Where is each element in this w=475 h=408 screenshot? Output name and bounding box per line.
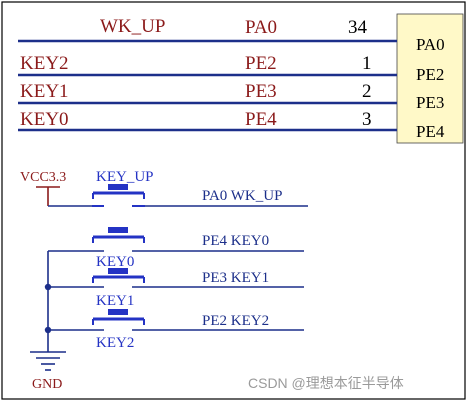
net-pin-pe4: PE4 bbox=[245, 109, 277, 130]
chip-label-pe3: PE3 bbox=[416, 93, 444, 112]
mcu-chip-body bbox=[396, 13, 464, 144]
switch-net-pa0: PA0 WK_UP bbox=[202, 188, 282, 204]
junction-dot-key2 bbox=[44, 326, 52, 334]
gnd-label: GND bbox=[32, 377, 62, 392]
chip-label-pe2: PE2 bbox=[416, 65, 444, 84]
pin-number-2: 2 bbox=[362, 81, 372, 102]
switch-cap-key0 bbox=[108, 227, 128, 233]
switch-net-pe2: PE2 KEY2 bbox=[202, 313, 269, 329]
pin-number-1: 1 bbox=[362, 53, 372, 74]
vcc-label: VCC3.3 bbox=[20, 170, 66, 185]
junction-dot-key1 bbox=[44, 283, 52, 291]
watermark: CSDN @理想本征半导体 bbox=[248, 375, 404, 391]
switch-net-pe4: PE4 KEY0 bbox=[202, 233, 269, 249]
switch-label-key0: KEY0 bbox=[96, 254, 134, 270]
net-pin-pe3: PE3 bbox=[245, 81, 277, 102]
net-name-key2: KEY2 bbox=[20, 53, 69, 74]
pin-number-3: 3 bbox=[362, 109, 372, 130]
net-pin-pa0: PA0 bbox=[245, 17, 277, 38]
chip-label-pa0: PA0 bbox=[416, 35, 445, 54]
net-pin-pe2: PE2 bbox=[245, 53, 277, 74]
figure-frame bbox=[1, 1, 466, 400]
switch-label-key-up: KEY_UP bbox=[96, 169, 154, 185]
net-name-key0: KEY0 bbox=[20, 109, 69, 130]
chip-label-pe4: PE4 bbox=[416, 122, 445, 141]
switch-label-key2: KEY2 bbox=[96, 335, 134, 351]
switch-label-key1: KEY1 bbox=[96, 293, 134, 309]
switch-cap-key1 bbox=[108, 268, 128, 274]
net-name-wk-up: WK_UP bbox=[100, 16, 165, 37]
switch-net-pe3: PE3 KEY1 bbox=[202, 270, 269, 286]
switch-cap-key-up bbox=[108, 184, 128, 190]
switch-cap-key2 bbox=[108, 309, 128, 315]
net-name-key1: KEY1 bbox=[20, 81, 69, 102]
pin-number-34: 34 bbox=[348, 17, 368, 38]
